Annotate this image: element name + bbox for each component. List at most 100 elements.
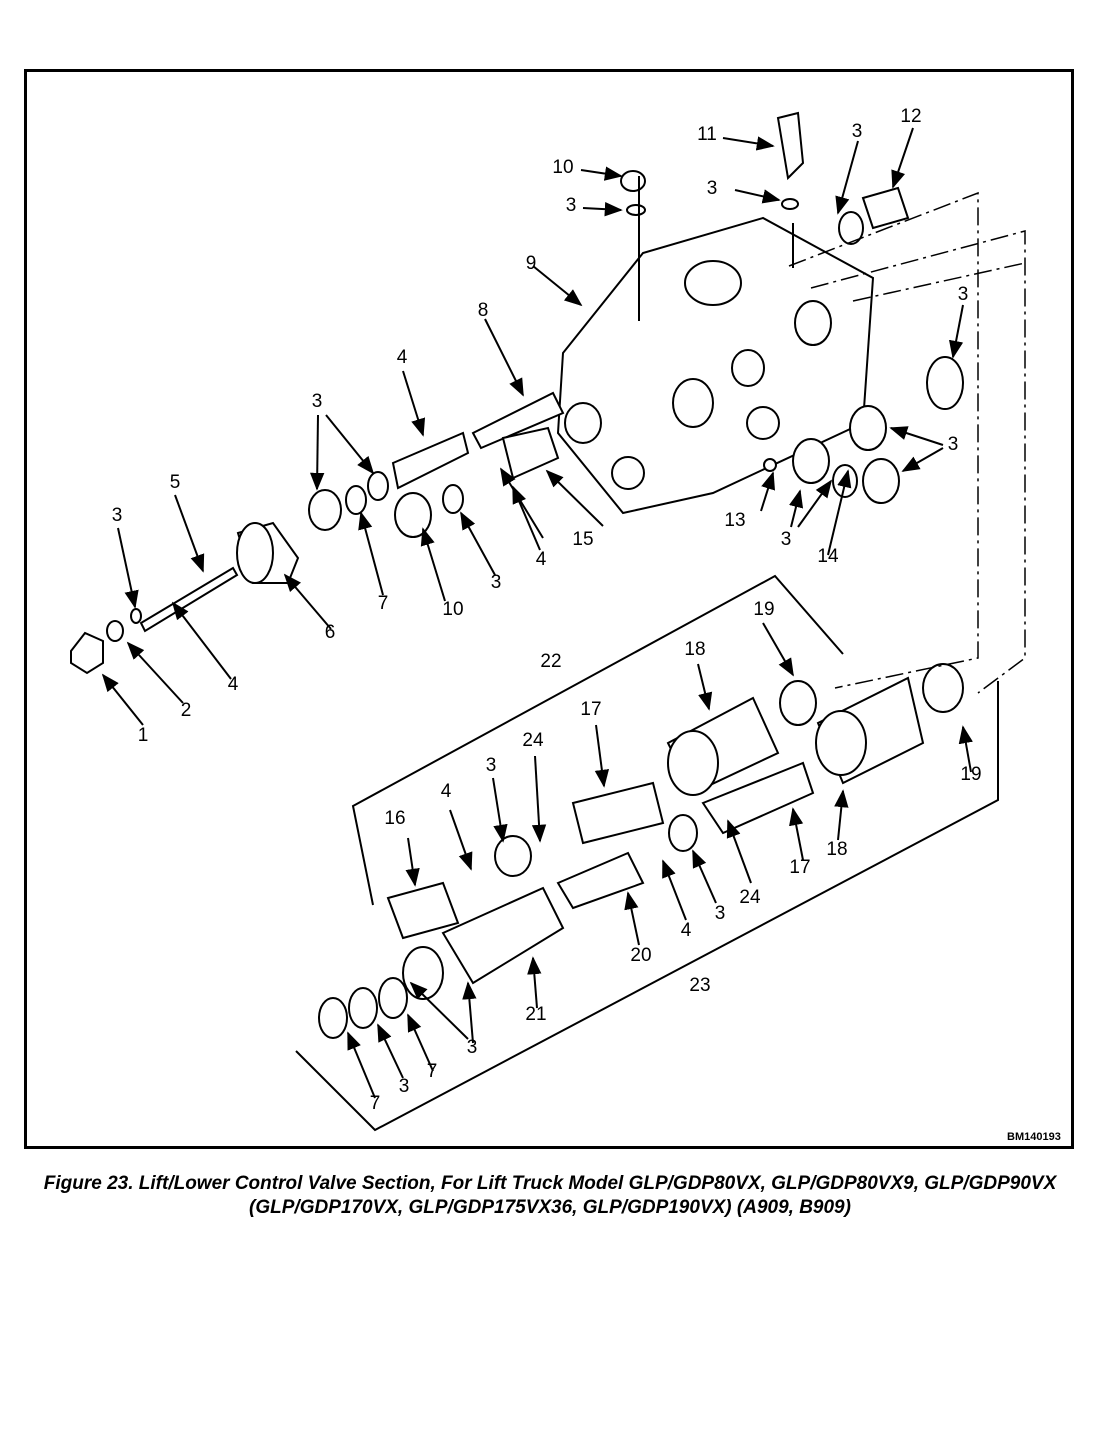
leader-line (527, 956, 542, 1009)
callout-label: 3 (707, 178, 718, 199)
valve-body (556, 216, 875, 515)
callout-label: 9 (526, 253, 537, 274)
leader-line (789, 807, 804, 861)
leader-line (726, 819, 752, 884)
callout-label: 20 (630, 945, 651, 966)
valve-body-port (794, 300, 832, 346)
leader-line (692, 849, 717, 904)
o-ring (348, 987, 378, 1029)
callout-label: 3 (312, 391, 323, 412)
ball (763, 458, 777, 472)
relief-valve-cartridge-face (236, 522, 274, 584)
leader-line (409, 981, 469, 1040)
callout-label: 18 (826, 839, 847, 860)
leader-line (462, 981, 477, 1044)
alignment-line (810, 230, 1026, 694)
callout-label: 3 (715, 903, 726, 924)
leader-line (402, 370, 426, 437)
plug-side (861, 186, 910, 230)
callout-label: 5 (170, 472, 181, 493)
leader-line (789, 489, 804, 528)
leader-line (171, 601, 232, 680)
spool (471, 391, 565, 450)
coil-nut-left (779, 680, 817, 726)
leader-line (512, 485, 541, 551)
o-ring (838, 211, 864, 245)
leader-line (582, 201, 623, 217)
callout-label: 22 (540, 651, 561, 672)
callout-label: 7 (370, 1093, 381, 1114)
leader-line (325, 414, 375, 475)
callout-label: 2 (181, 700, 192, 721)
leader-line (449, 809, 473, 871)
o-ring (402, 946, 444, 1000)
callout-label: 12 (900, 106, 921, 127)
callout-label: 19 (960, 764, 981, 785)
cap (106, 620, 124, 642)
callout-label: 11 (697, 124, 717, 145)
leader-line (722, 136, 775, 151)
leader-line (697, 663, 713, 711)
leader-line (762, 622, 794, 677)
callout-label: 3 (948, 434, 959, 455)
leader-line (580, 166, 623, 181)
callout-label: 21 (525, 1004, 546, 1025)
alignment-line (852, 262, 1026, 302)
callout-label: 1 (138, 725, 149, 746)
o-ring (345, 485, 367, 515)
callout-label: 17 (789, 857, 810, 878)
leader-line (948, 304, 964, 359)
solenoid-valve-right (701, 761, 815, 835)
bracket-23 (295, 681, 999, 1132)
leader-line (545, 469, 604, 527)
spring (391, 431, 470, 490)
figure-caption: Figure 23. Lift/Lower Control Valve Sect… (43, 1173, 1057, 1218)
callout-label: 24 (522, 730, 544, 751)
leader-line (532, 265, 583, 307)
callout-label: 3 (399, 1076, 410, 1097)
callout-label: 4 (681, 920, 692, 941)
callout-label: 4 (397, 347, 408, 368)
callout-label: 3 (112, 505, 123, 526)
callout-label: 4 (441, 781, 452, 802)
leader-line (126, 641, 184, 704)
callout-label: 10 (552, 157, 573, 178)
leader-line (901, 447, 944, 472)
bracket-22 (351, 574, 844, 906)
leader-line (407, 1013, 434, 1072)
adjusting-screw (139, 566, 239, 633)
o-ring (626, 204, 646, 216)
callout-label: 3 (566, 195, 577, 216)
callout-label: 19 (753, 599, 774, 620)
callout-label: 3 (958, 284, 969, 305)
o-ring (781, 198, 799, 210)
callout-label: 4 (228, 674, 239, 695)
callout-label: 3 (491, 572, 502, 593)
callout-label: 13 (724, 510, 745, 531)
leader-line (492, 777, 508, 843)
leader-line (889, 426, 944, 446)
o-ring (367, 471, 389, 501)
temperature-switch (776, 111, 805, 181)
callout-label: 3 (467, 1037, 478, 1058)
leader-line (174, 494, 205, 573)
leader-line (958, 725, 973, 773)
callout-label: 10 (442, 599, 463, 620)
callout-label: 17 (580, 699, 601, 720)
leader-line (420, 527, 446, 602)
leader-line (101, 673, 144, 726)
lock-nut (70, 631, 104, 675)
solenoid-coil-left-face (667, 730, 719, 796)
o-ring (318, 997, 348, 1039)
callout-label: 7 (427, 1061, 438, 1082)
solenoid-coil-right-face (815, 710, 867, 776)
leader-line (891, 127, 914, 189)
o-ring (926, 356, 964, 410)
o-ring (668, 814, 698, 852)
callout-label: 14 (817, 546, 839, 567)
leader-line (460, 511, 496, 576)
callout-label: 16 (384, 808, 405, 829)
leader-line (827, 469, 852, 556)
